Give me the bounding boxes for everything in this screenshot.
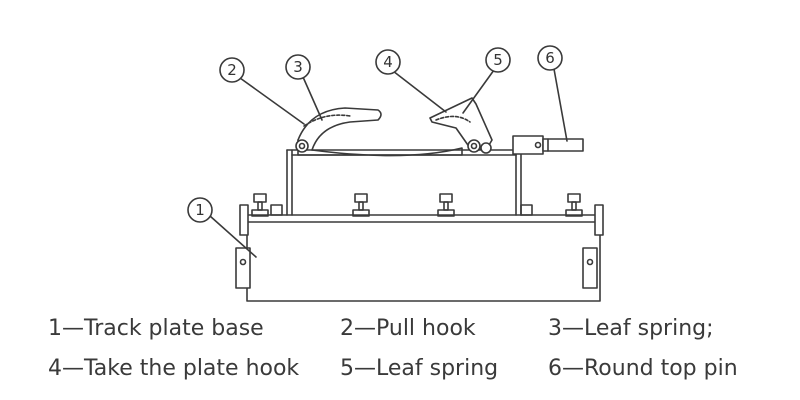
- round-top-pin: [512, 135, 584, 155]
- legend-row-1: 1—Track plate base 2—Pull hook 3—Leaf sp…: [0, 311, 800, 347]
- bolts: [251, 193, 583, 217]
- legend-item-leaf-spring-3: 3—Leaf spring;: [548, 316, 714, 341]
- legend-row-2: 4—Take the plate hook 5—Leaf spring 6—Ro…: [0, 351, 800, 387]
- track-plate-base: [235, 204, 604, 302]
- legend-item-round-top-pin: 6—Round top pin: [548, 356, 738, 381]
- pull-hook: [295, 107, 463, 157]
- callout-6: 6: [545, 49, 555, 67]
- callout-1: 1: [195, 201, 205, 219]
- callout-2: 2: [227, 61, 237, 79]
- legend-item-pull-hook: 2—Pull hook: [340, 316, 476, 341]
- legend-item-leaf-spring-5: 5—Leaf spring: [340, 356, 499, 381]
- legend-item-track-plate-base: 1—Track plate base: [48, 316, 264, 341]
- callout-3: 3: [293, 58, 303, 76]
- callout-5: 5: [493, 51, 503, 69]
- mechanism-diagram: 1 2 3 4 5 6: [187, 45, 604, 302]
- callout-4: 4: [383, 53, 393, 71]
- legend-item-take-plate-hook: 4—Take the plate hook: [48, 356, 300, 381]
